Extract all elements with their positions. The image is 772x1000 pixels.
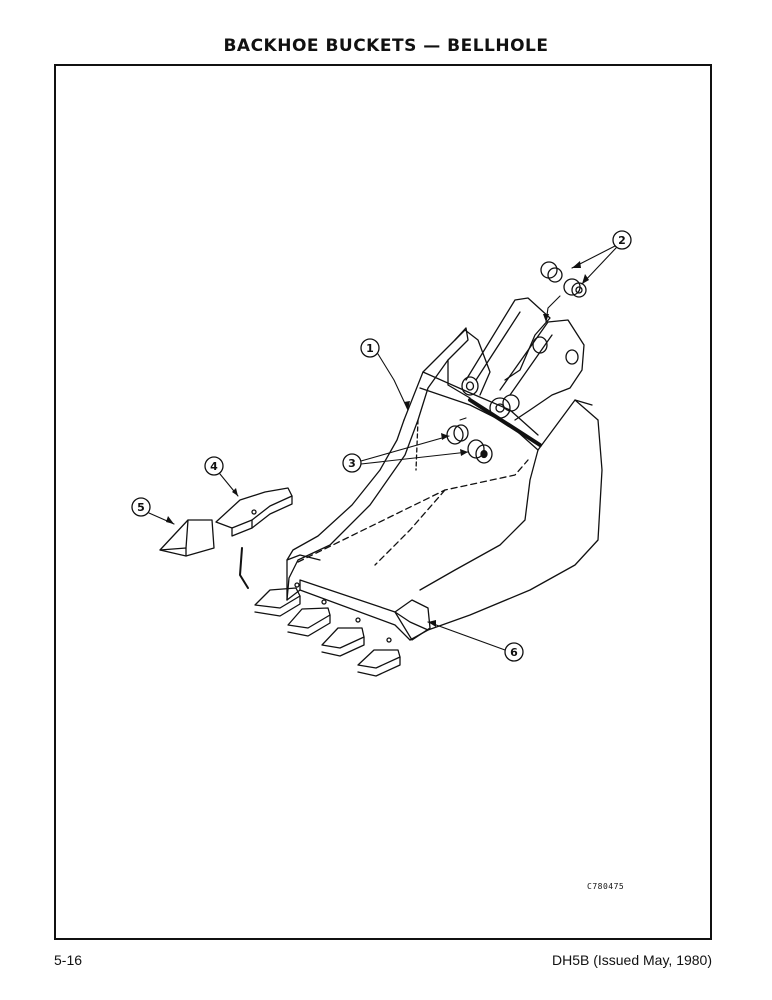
callout-2: 2 <box>618 234 626 247</box>
upper-link-pins <box>540 261 587 298</box>
tooth-point-part <box>159 519 215 557</box>
callout-1: 1 <box>366 342 374 355</box>
tooth-adapter-part <box>215 487 293 537</box>
installed-teeth <box>254 582 401 677</box>
figure-code: C780475 <box>587 882 625 891</box>
callouts <box>131 230 632 662</box>
side-cutter-part <box>394 599 431 641</box>
leader-lines <box>148 245 617 651</box>
callout-4: 4 <box>210 460 218 473</box>
callout-6: 6 <box>510 646 518 659</box>
page-title: BACKHOE BUCKETS — BELLHOLE <box>223 36 549 56</box>
lower-link-pins <box>446 424 493 464</box>
bucket-lugs <box>447 297 585 421</box>
figure-frame <box>54 64 712 940</box>
document-reference: DH5B (Issued May, 1980) <box>551 952 712 968</box>
callout-5: 5 <box>137 501 145 514</box>
bucket-body <box>286 327 603 641</box>
callout-3: 3 <box>348 457 356 470</box>
arrowheads <box>166 261 589 627</box>
page-number: 5-16 <box>54 952 83 968</box>
